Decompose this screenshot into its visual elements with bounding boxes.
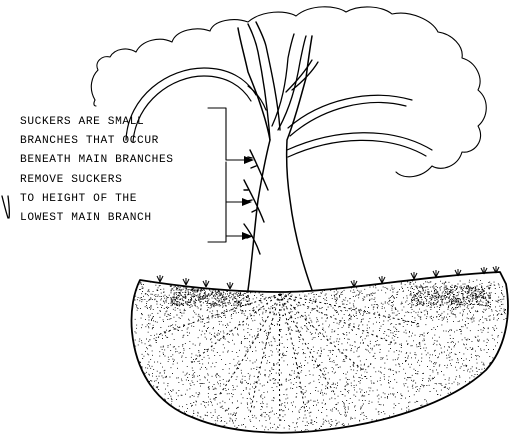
suckers-note-line-1: SUCKERS ARE SMALL bbox=[20, 116, 144, 128]
right-arch-branch-upper-inner bbox=[290, 103, 406, 136]
remove-note-line-2: TO HEIGHT OF THE bbox=[20, 193, 137, 205]
root-strand bbox=[190, 294, 280, 364]
main-branches bbox=[126, 68, 432, 157]
left-arch-branch bbox=[126, 68, 256, 140]
root-strand bbox=[280, 294, 395, 344]
root-strand bbox=[160, 294, 280, 334]
annotation-text: SUCKERS ARE SMALL BRANCHES THAT OCCUR BE… bbox=[20, 116, 174, 224]
bracket-lower bbox=[208, 162, 226, 242]
grass-tuft bbox=[203, 280, 209, 287]
left-arch-branch-inner bbox=[133, 76, 251, 142]
bracket-upper bbox=[208, 108, 246, 160]
grass-tuft bbox=[433, 270, 439, 277]
grass-tufts bbox=[157, 266, 499, 289]
grass-tuft bbox=[157, 275, 163, 282]
right-arch-branch-lower bbox=[287, 133, 432, 150]
leader-twig bbox=[248, 86, 266, 110]
grass-tuft bbox=[227, 282, 233, 289]
suckers-note-line-2: BRANCHES THAT OCCUR bbox=[20, 135, 159, 147]
svg-text:REMOVE SUCKERS: REMOVE SUCKERS bbox=[20, 174, 122, 186]
root-strand bbox=[279, 294, 280, 424]
remove-note-line-1: REMOVE SUCKERS bbox=[20, 174, 122, 186]
left-edge-mark bbox=[2, 196, 9, 218]
svg-text:BENEATH MAIN BRANCHES: BENEATH MAIN BRANCHES bbox=[20, 154, 174, 166]
svg-text:BRANCHES THAT OCCUR: BRANCHES THAT OCCUR bbox=[20, 135, 159, 147]
canopy-outline bbox=[91, 7, 486, 177]
leader-fork-a bbox=[272, 34, 294, 126]
svg-text:LOWEST MAIN BRANCH: LOWEST MAIN BRANCH bbox=[20, 212, 152, 224]
remove-note-line-3: LOWEST MAIN BRANCH bbox=[20, 212, 152, 224]
root-strand bbox=[280, 294, 335, 394]
arrowhead-middle bbox=[242, 198, 252, 206]
root-ball bbox=[131, 266, 507, 433]
sucker-upper bbox=[248, 150, 268, 190]
leader-fork-b bbox=[278, 36, 306, 130]
root-strand bbox=[280, 294, 365, 372]
grass-tuft bbox=[411, 272, 417, 279]
suckers-note-line-3: BENEATH MAIN BRANCHES bbox=[20, 154, 174, 166]
leader-fork-d bbox=[292, 62, 318, 90]
root-strand bbox=[220, 294, 280, 394]
grass-tuft bbox=[379, 276, 385, 283]
svg-text:TO HEIGHT OF THE: TO HEIGHT OF THE bbox=[20, 193, 137, 205]
svg-text:SUCKERS ARE SMALL: SUCKERS ARE SMALL bbox=[20, 116, 144, 128]
right-arch-branch-lower-inner bbox=[288, 140, 426, 157]
canopy-outline-left-end bbox=[94, 100, 96, 106]
trunk bbox=[238, 22, 318, 290]
root-strand bbox=[250, 294, 280, 414]
grass-tuft bbox=[183, 278, 189, 285]
